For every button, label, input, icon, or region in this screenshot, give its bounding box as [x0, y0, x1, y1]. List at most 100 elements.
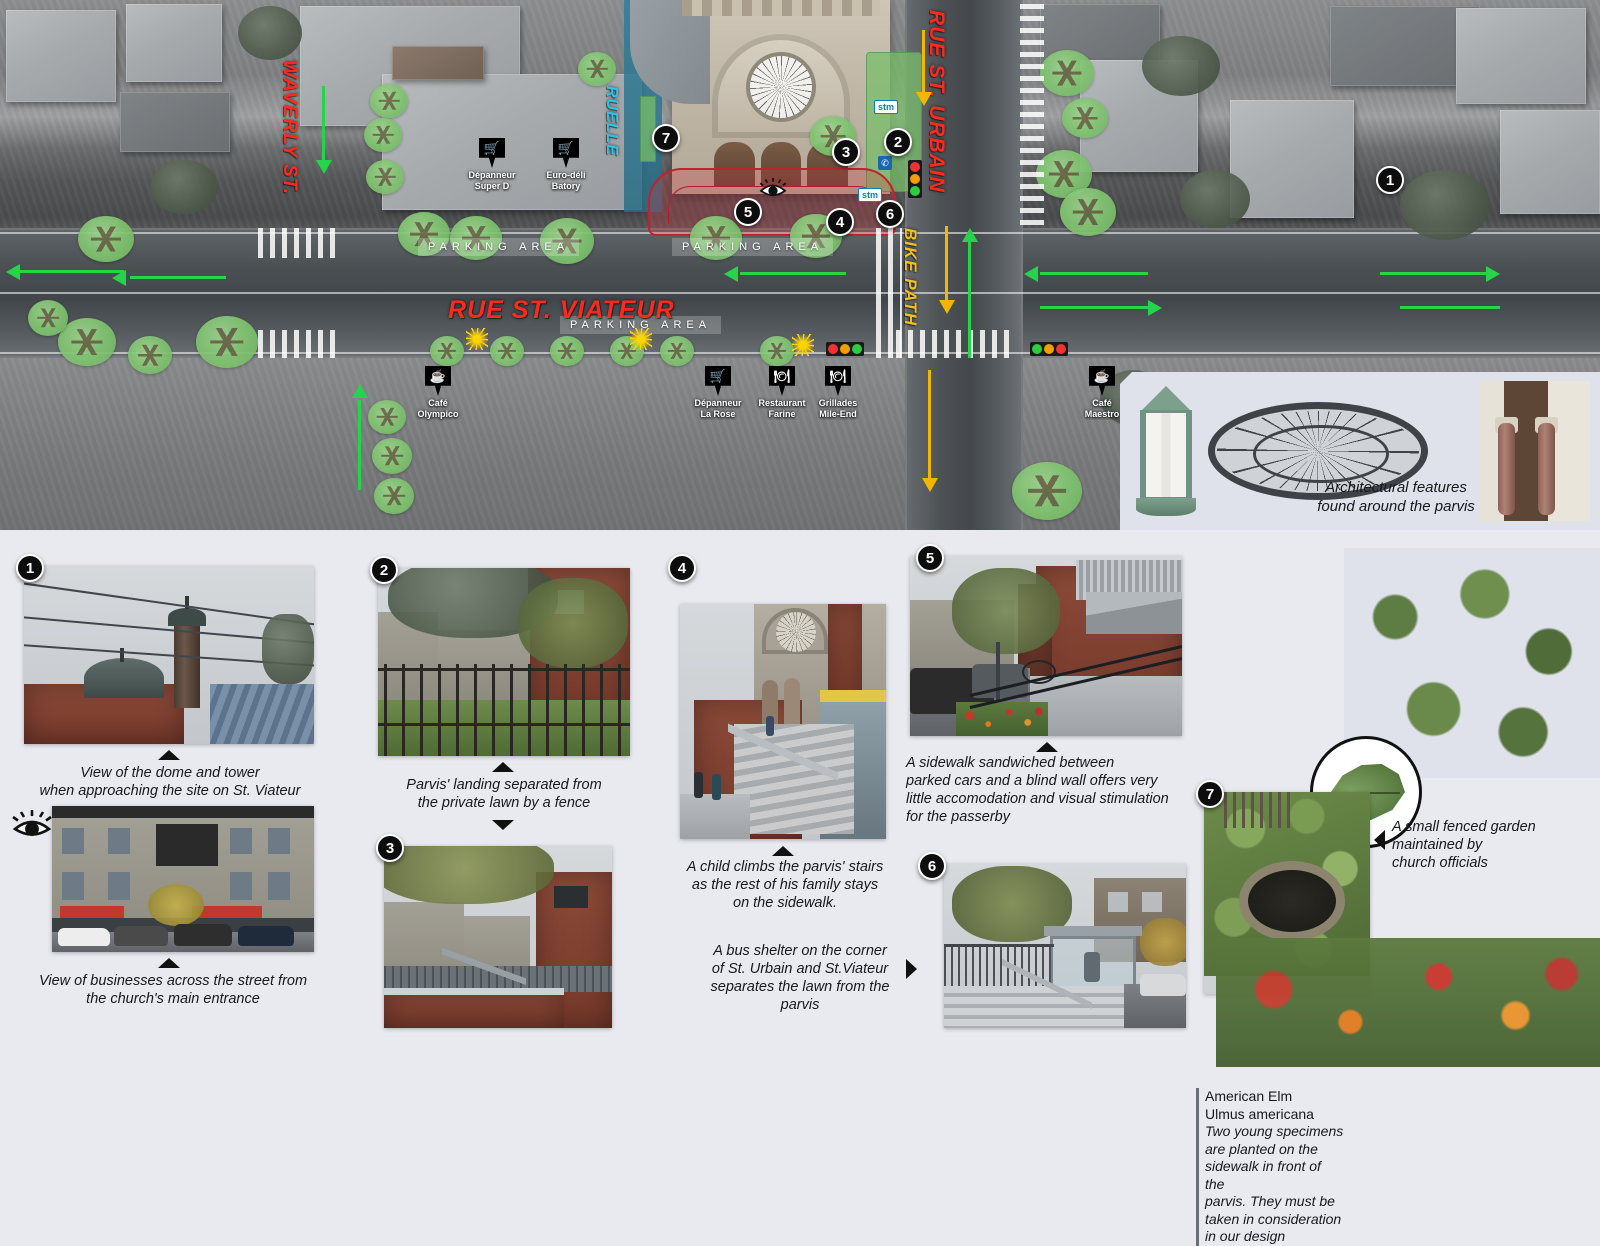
arch-inset-caption: Architectural features found around the …	[1276, 478, 1516, 516]
stm-label: stm	[862, 190, 879, 200]
rose-window-photo	[1208, 402, 1428, 500]
poi-label-line2: Super D	[474, 181, 510, 191]
street-label-bike-path: BIKE PATH	[901, 228, 920, 327]
caption-pointer-left	[1374, 830, 1385, 850]
church-building	[630, 0, 890, 194]
map-marker-7[interactable]: 7	[652, 124, 680, 152]
street-tree	[550, 336, 584, 366]
map-marker-6[interactable]: 6	[876, 200, 904, 228]
elm-body-line: Two young specimens	[1205, 1123, 1344, 1139]
street-tree	[364, 118, 402, 152]
poi-label-line2: Batory	[551, 181, 581, 191]
street-tree	[372, 438, 412, 474]
road-centerline	[0, 292, 1600, 294]
photo-badge-4[interactable]: 4	[668, 554, 696, 582]
parking-area-label: PARKING AREA	[672, 238, 834, 256]
elm-latin-name: Ulmus americana	[1205, 1105, 1314, 1122]
street-tree	[660, 336, 694, 366]
commercial-building-block	[382, 74, 642, 210]
map-marker-5[interactable]: 5	[734, 198, 762, 226]
poi-label-line2: Olympico	[417, 409, 459, 419]
map-marker-4[interactable]: 4	[826, 208, 854, 236]
map-marker-3[interactable]: 3	[832, 138, 860, 166]
poi-label-line1: Euro-déli	[546, 170, 586, 180]
caption-line: of St. Urbain and St.Viateur	[711, 961, 889, 977]
street-light-marker	[630, 328, 652, 350]
poi-cafe-maestro: ☕ Café Maestro	[1076, 366, 1128, 420]
caption-pointer-up	[492, 762, 514, 772]
caption-pointer-up	[158, 958, 180, 968]
traffic-direction-arrow	[322, 86, 325, 166]
caption-line: Parvis' landing separated from	[406, 777, 602, 793]
crosswalk-marking	[896, 330, 1016, 358]
one-way-arrow	[939, 300, 955, 314]
one-way-arrow	[945, 226, 948, 302]
side-lawn	[640, 96, 656, 162]
map-marker-2[interactable]: 2	[884, 128, 912, 156]
traffic-direction-arrow	[352, 384, 368, 398]
bike-path-arrow	[968, 238, 971, 358]
rose-window-icon	[750, 56, 812, 118]
poi-label-line2: Farine	[768, 409, 796, 419]
one-way-arrow	[928, 370, 931, 480]
photo-badge-6[interactable]: 6	[918, 852, 946, 880]
photo-badge-7[interactable]: 7	[1196, 780, 1224, 808]
building-block	[6, 10, 116, 102]
elm-common-name: American Elm	[1205, 1088, 1293, 1104]
street-tree	[540, 218, 594, 264]
elm-body-line: taken in consideration	[1205, 1210, 1342, 1227]
street-tree	[1040, 50, 1094, 96]
poi-label-line1: Grillades	[818, 398, 858, 408]
church-cornice	[682, 0, 880, 16]
caption-line: on the sidewalk.	[733, 895, 837, 911]
viewpoint-eye-icon	[10, 806, 54, 840]
photo-4-child-stairs[interactable]	[680, 604, 886, 839]
traffic-direction-arrow	[740, 272, 846, 275]
parking-area-label: PARKING AREA	[418, 238, 580, 256]
one-way-arrow	[922, 30, 925, 94]
coffee-cup-icon: ☕	[1089, 366, 1115, 396]
street-tree	[28, 300, 68, 336]
street-tree	[368, 400, 406, 434]
photo-3-parvis-railing[interactable]	[384, 846, 612, 1028]
traffic-light	[908, 160, 922, 198]
street-tree	[58, 318, 116, 366]
traffic-direction-arrow	[316, 160, 332, 174]
elm-body-line: are planted on the	[1205, 1140, 1318, 1157]
poi-label-line2: Maestro	[1084, 409, 1120, 419]
photo-badge-3[interactable]: 3	[376, 834, 404, 862]
caption-line: church officials	[1392, 855, 1488, 871]
street-tree	[1060, 188, 1116, 236]
crosswalk-marking	[258, 228, 338, 258]
photo-2-parvis-landing-fence[interactable]	[378, 568, 630, 756]
map-marker-1[interactable]: 1	[1376, 166, 1404, 194]
photo-6-caption: A bus shelter on the corner of St. Urbai…	[690, 942, 910, 1014]
poi-label-line1: Restaurant	[758, 398, 806, 408]
caption-pointer-up	[158, 750, 180, 760]
street-tree	[366, 160, 404, 194]
photo-badge-5[interactable]: 5	[916, 544, 944, 572]
photo-badge-1[interactable]: 1	[16, 554, 44, 582]
photo-5-sidewalk-blind-wall[interactable]	[910, 556, 1182, 736]
elm-body-line: in our design	[1205, 1228, 1286, 1244]
street-tree	[760, 336, 794, 366]
caption-line: A child climbs the parvis' stairs	[686, 859, 884, 875]
caption-pointer-up	[1036, 742, 1058, 752]
photo-1-dome-tower[interactable]	[24, 566, 314, 744]
caption-line: A sidewalk sandwiched between	[906, 755, 1115, 771]
arch-caption-line1: Architectural features	[1325, 479, 1467, 496]
traffic-direction-arrow	[358, 400, 361, 490]
stm-bus-stop-sign: stm	[858, 188, 883, 202]
cutlery-icon: 🍽	[825, 366, 851, 396]
american-elm-note: American Elm Ulmus americana Two young s…	[1196, 1088, 1344, 1246]
elm-body-line: parvis. They must be	[1205, 1193, 1335, 1209]
street-tree	[1062, 98, 1108, 138]
photo-6-bus-shelter[interactable]	[944, 864, 1186, 1028]
tree-canopy	[1400, 170, 1490, 240]
poi-grillades-mile-end: 🍽 Grillades Mile-End	[812, 366, 864, 420]
photo-4-caption: A child climbs the parvis' stairs as the…	[660, 858, 910, 912]
poi-label-line1: Dépanneur	[694, 398, 742, 408]
photo-badge-2[interactable]: 2	[370, 556, 398, 584]
street-label-st-viateur: RUE ST. VIATEUR	[448, 296, 675, 324]
photo-1b-businesses[interactable]	[52, 806, 314, 952]
